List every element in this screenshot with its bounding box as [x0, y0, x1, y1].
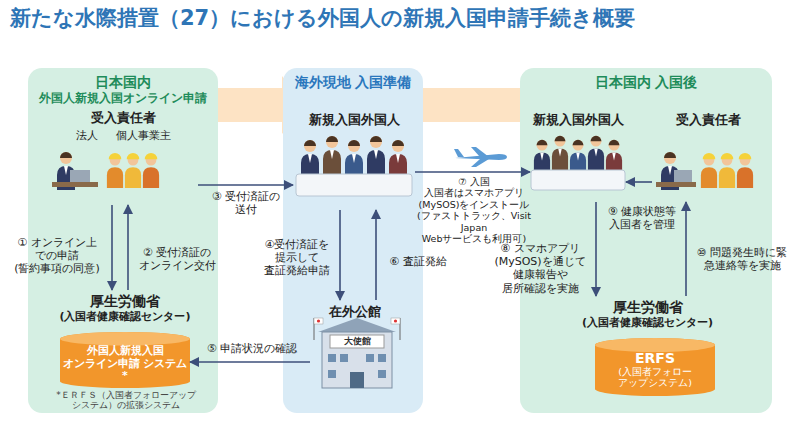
- edge-label-wrap: ⑨ 健康状態等 入国者を管理: [602, 205, 682, 231]
- agency-box: 厚生労働省 (入国者健康確認センター): [40, 290, 210, 327]
- edge-label-wrap: ④受付済証を 提示して 査証発給申請: [258, 238, 336, 278]
- node-text: 新規入国外国人: [530, 112, 626, 128]
- node-text: 日本国内 外国人新規入国オンライン申請: [32, 74, 214, 105]
- sign-text: 大使館: [330, 335, 384, 348]
- step-label: ⑦ 入国 入国者はスマホアプリ (MySOS)をインストール (ファストトラック…: [415, 176, 533, 244]
- cylinder-body: [60, 332, 190, 388]
- cylinder-body: [595, 338, 715, 396]
- node-text: 厚生労働省 (入国者健康確認センター): [40, 293, 210, 323]
- foreigner-icons: [296, 136, 412, 196]
- step-label: ④受付済証を 提示して 査証発給申請: [258, 238, 336, 278]
- node-text: 海外現地 入国準備: [287, 74, 419, 91]
- connector-arrow: [415, 171, 530, 173]
- step-label: ① オンライン上 での申請 (誓約事項の同意): [6, 236, 108, 276]
- node-text: 在外公館: [310, 304, 400, 320]
- edge-label-wrap: ⑥ 査証発給: [382, 255, 454, 268]
- step-label: ③ 受付済証の 送付: [203, 190, 289, 216]
- node-text: 受入責任者: [48, 110, 198, 126]
- edge-label-wrap: ⑦ 入国 入国者はスマホアプリ (MySOS)をインストール (ファストトラック…: [415, 176, 533, 244]
- connector-arrow: [595, 202, 597, 296]
- node-text: 日本国内 入国後: [524, 74, 768, 91]
- worker-icons: [107, 153, 159, 188]
- node-subtext: (入国者フォロー アップシステム): [595, 367, 715, 389]
- node-text: 外国人新規入国 オンライン申請 システム*: [60, 345, 190, 383]
- title-wrap: 新たな水際措置（27）における外国人の新規入国申請手続き概要: [10, 6, 790, 31]
- title: 新たな水際措置（27）における外国人の新規入国申請手続き概要: [10, 6, 790, 31]
- business-person-icon: [52, 152, 98, 190]
- connector-arrow: [375, 210, 377, 300]
- database-cylinder: 外国人新規入国 オンライン申請 システム*: [60, 332, 190, 388]
- edge-label-wrap: ⑤ 申請状況の確認: [198, 342, 306, 355]
- node-text: ERFS: [595, 350, 715, 367]
- embassy-building: [314, 318, 400, 388]
- node-text: 厚生労働省 (入国者健康確認センター): [560, 299, 735, 329]
- step-label: ⑧ スマホアプリ (MySOS)を通じて 健康報告や 居所確認を実施: [488, 242, 592, 295]
- footnote: *ＥＲＦＳ（入国者フォローアップ システム）の拡張システム: [36, 390, 216, 411]
- connector-arrow: [127, 205, 129, 290]
- edge-label-wrap: ③ 受付済証の 送付: [203, 190, 289, 216]
- database-cylinder: ERFS(入国者フォロー アップシステム): [595, 338, 715, 396]
- node-text: 新規入国外国人: [293, 112, 415, 128]
- edge-label-wrap: ① オンライン上 での申請 (誓約事項の同意): [6, 236, 108, 276]
- connector-arrow: [685, 202, 687, 296]
- edge-label-wrap: ⑧ スマホアプリ (MySOS)を通じて 健康報告や 居所確認を実施: [488, 242, 592, 295]
- connector-arrow: [190, 361, 310, 363]
- edge-label-wrap: ② 受付済証の オンライン交付: [136, 246, 218, 272]
- business-person-icon: [656, 152, 696, 190]
- edge-label-wrap: ⑩ 問題発生時に緊 急連絡等を実施: [690, 246, 794, 271]
- agency-box: 厚生労働省 (入国者健康確認センター): [560, 296, 735, 333]
- step-label: ⑤ 申請状況の確認: [198, 342, 306, 355]
- connector-arrow: [626, 181, 652, 183]
- region-panel: 日本国内 入国後新規入国外国人 受入責任者厚生労働省 (入国者健康確認センター) E…: [520, 68, 772, 413]
- label-wrap: *ＥＲＦＳ（入国者フォローアップ システム）の拡張システム: [36, 390, 216, 411]
- worker-icons: [701, 153, 753, 188]
- label-wrap: 大使館: [330, 335, 384, 348]
- connector-arrow: [198, 184, 293, 186]
- cylinder-top: [60, 332, 190, 345]
- node-subtext: 個人事業主: [107, 129, 179, 142]
- connector-arrow: [339, 210, 341, 300]
- connector-arrow: [111, 205, 113, 290]
- foreigner-icons: [531, 136, 625, 190]
- step-label: ② 受付済証の オンライン交付: [136, 246, 218, 272]
- node-subtext: 法人: [67, 129, 107, 142]
- airplane-icon: [454, 147, 507, 167]
- step-label: ⑩ 問題発生時に緊 急連絡等を実施: [690, 246, 794, 271]
- node-text: 受入責任者: [652, 112, 764, 128]
- cylinder-top: [595, 338, 715, 352]
- step-label: ⑨ 健康状態等 入国者を管理: [602, 205, 682, 231]
- step-label: ⑥ 査証発給: [382, 255, 454, 268]
